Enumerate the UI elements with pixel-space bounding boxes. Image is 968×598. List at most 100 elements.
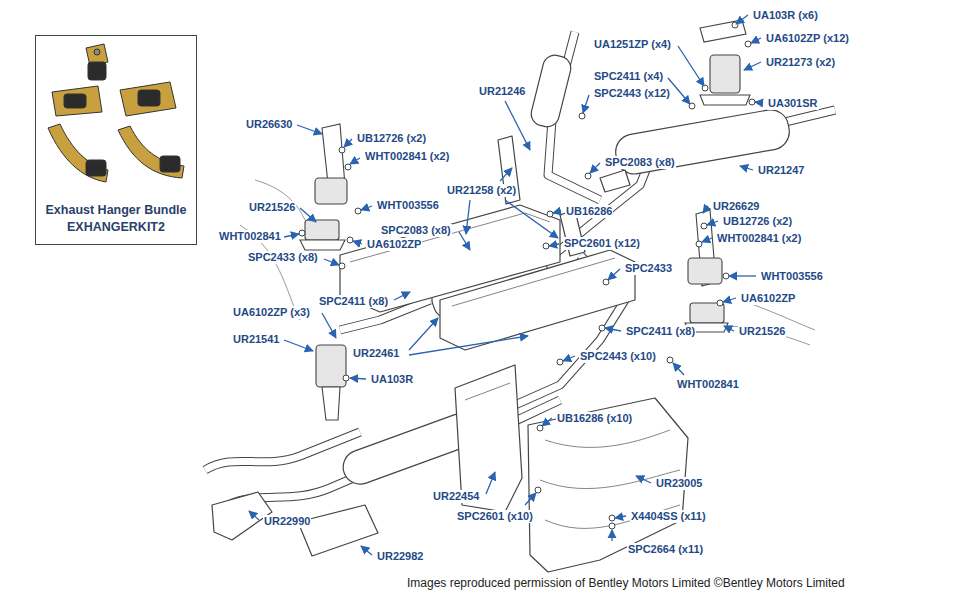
part-number: UA6102ZP — [366, 238, 422, 251]
leader-line — [284, 234, 299, 237]
part-number: UR21258 (x2) — [446, 184, 517, 197]
part-number: X4404SS (x11) — [630, 510, 707, 523]
part-number: SPC2601 (x10) — [456, 510, 534, 523]
part-number: SPC2411 (x8) — [625, 325, 696, 338]
leader-line — [636, 476, 651, 483]
part-number: UA301SR — [767, 97, 819, 110]
part-number: SPC2411 (x8) — [318, 295, 389, 308]
bolt — [339, 263, 345, 269]
part-number: UA103R (x6) — [752, 9, 819, 22]
leader-line — [486, 472, 495, 494]
shield-rib — [452, 258, 615, 306]
part-number: UA6102ZP (x3) — [232, 306, 311, 319]
nut — [535, 487, 541, 493]
leader-line — [353, 241, 362, 244]
leader-line — [707, 221, 718, 225]
part-number: UB16286 — [565, 205, 613, 218]
leader-line — [583, 95, 589, 113]
washer — [609, 515, 615, 521]
hanger-bracket — [700, 20, 746, 42]
part-number: WHT002841 (x2) — [364, 150, 450, 163]
shield-rib — [350, 213, 550, 262]
part-number: UA1251ZP (x4) — [593, 38, 672, 51]
leader-line — [563, 356, 575, 361]
part-number: UR22454 — [432, 490, 480, 503]
exhaust-pipe — [205, 432, 360, 470]
leader-line — [409, 336, 528, 355]
leader-line — [751, 38, 761, 43]
leader-line — [394, 292, 410, 300]
bolt — [599, 325, 605, 331]
bolt — [667, 357, 673, 363]
hanger-photo — [138, 90, 160, 106]
leader-line — [553, 211, 561, 213]
bundle-text: Exhaust Hanger Bundle — [46, 202, 187, 219]
exhaust-pipe — [785, 110, 835, 122]
part-number: UB12726 (x2) — [722, 215, 793, 228]
hanger-photo — [94, 49, 100, 55]
rubber-mount — [710, 55, 740, 93]
leader-line — [542, 418, 552, 426]
leader-line — [300, 208, 316, 222]
part-number: UR23005 — [655, 477, 703, 490]
part-number: SPC2433 (x8) — [247, 251, 319, 264]
part-number: WHT003556 — [376, 199, 440, 212]
part-number: UA103R — [370, 373, 414, 386]
part-number: UR22982 — [376, 550, 424, 563]
mount-plate — [300, 240, 345, 250]
part-number: SPC2601 (x12) — [563, 237, 641, 250]
part-number: UR26630 — [245, 118, 293, 131]
part-number: UA6102ZP (x12) — [765, 32, 850, 45]
rubber-mount — [688, 258, 722, 284]
leader-line — [361, 206, 372, 210]
leader-line — [608, 269, 620, 280]
part-number: SPC2083 (x8) — [604, 156, 676, 169]
leader-line — [615, 516, 626, 518]
part-number: UR22461 — [352, 347, 400, 360]
rubber-mount — [305, 220, 339, 240]
nut — [749, 99, 755, 105]
hanger-photo — [64, 94, 86, 108]
leader-line — [723, 298, 736, 302]
bolt — [339, 147, 345, 153]
nut — [717, 300, 723, 306]
leader-line — [525, 493, 536, 505]
leader-line — [249, 511, 259, 520]
hanger-photo — [118, 126, 184, 178]
bundle-text: EXHANGERKIT2 — [67, 219, 165, 236]
leader-line — [611, 530, 612, 541]
bolt — [702, 85, 708, 91]
part-number: WHT002841 — [218, 230, 282, 243]
copyright-caption: Images reproduced permission of Bentley … — [407, 576, 845, 590]
washer — [355, 208, 361, 214]
leader-line — [744, 62, 761, 70]
shield-rib — [465, 383, 510, 400]
leader-line — [350, 378, 366, 379]
bolt — [701, 223, 707, 229]
hanger-photo — [120, 82, 176, 116]
part-number: UA6102ZP — [740, 292, 796, 305]
leader-line — [344, 139, 352, 147]
leader-line — [729, 275, 756, 276]
exhaust-pipe — [545, 160, 650, 262]
leader-line — [702, 238, 712, 242]
nut — [585, 173, 591, 179]
leader-line — [505, 200, 558, 238]
leader-line — [459, 232, 470, 250]
leader-line — [284, 340, 313, 351]
leader-line — [324, 259, 339, 265]
bundle-box: Exhaust Hanger BundleEXHANGERKIT2 — [35, 35, 197, 245]
leader-line — [678, 46, 704, 86]
leader-line — [409, 318, 438, 350]
leader-line — [724, 326, 734, 331]
part-number: SPC2443 (x12) — [593, 87, 671, 100]
part-number: WHT002841 (x2) — [716, 232, 802, 245]
leader-line — [590, 163, 600, 173]
shield-bracket — [600, 170, 630, 192]
nut — [347, 237, 353, 243]
shield-rib — [545, 430, 670, 447]
part-number: WHT003556 — [760, 270, 824, 283]
part-number: SPC2083 (x8) — [380, 224, 452, 237]
leader-line — [605, 328, 621, 331]
leader-line — [740, 166, 753, 170]
